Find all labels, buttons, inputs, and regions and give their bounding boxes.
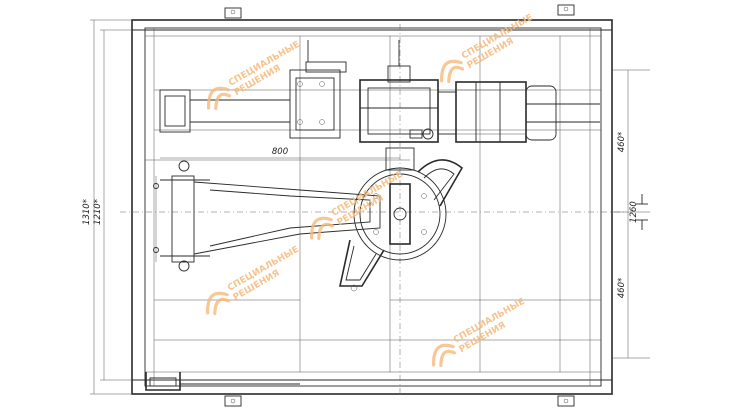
- swing-arm: [153, 160, 381, 272]
- bearing-block: [289, 40, 347, 139]
- watermark-logo-icon: [206, 291, 229, 315]
- watermark-logo-icon: [432, 343, 455, 367]
- watermark-3: СПЕЦИАЛЬНЫЕ РЕШЕНИЯ: [310, 170, 405, 240]
- dimension-lines: [90, 19, 650, 395]
- left-roller-assembly: [159, 89, 290, 133]
- motor: [437, 81, 600, 143]
- watermark-2: СПЕЦИАЛЬНЫЕ РЕШЕНИЯ: [440, 13, 535, 83]
- gearbox: [359, 40, 439, 143]
- watermark-4: СПЕЦИАЛЬНЫЕ РЕШЕНИЯ: [206, 245, 301, 315]
- watermark-logo-icon: [207, 86, 230, 110]
- dim-overall-height: 1310*: [82, 199, 92, 225]
- watermark-logo-icon: [310, 216, 333, 240]
- frame-internal-lines: [120, 24, 625, 395]
- dim-upper-half: 460*: [617, 132, 627, 152]
- watermark-5: СПЕЦИАЛЬНЫЕ РЕШЕНИЯ: [432, 297, 527, 367]
- bottom-trough: [145, 372, 300, 391]
- dim-lower-half: 460*: [617, 278, 627, 298]
- dim-frame-height: 1210*: [93, 199, 103, 225]
- curved-chute: [339, 159, 464, 292]
- mounting-lugs: [224, 4, 575, 407]
- watermark-1: СПЕЦИАЛЬНЫЕ РЕШЕНИЯ: [207, 40, 302, 110]
- watermark-logo-icon: [440, 59, 463, 83]
- dim-shaft-offset: 800: [272, 147, 288, 157]
- rotary-disc: [353, 141, 447, 261]
- dim-axis-span: 1260: [629, 201, 639, 223]
- outer-frame: [131, 19, 613, 395]
